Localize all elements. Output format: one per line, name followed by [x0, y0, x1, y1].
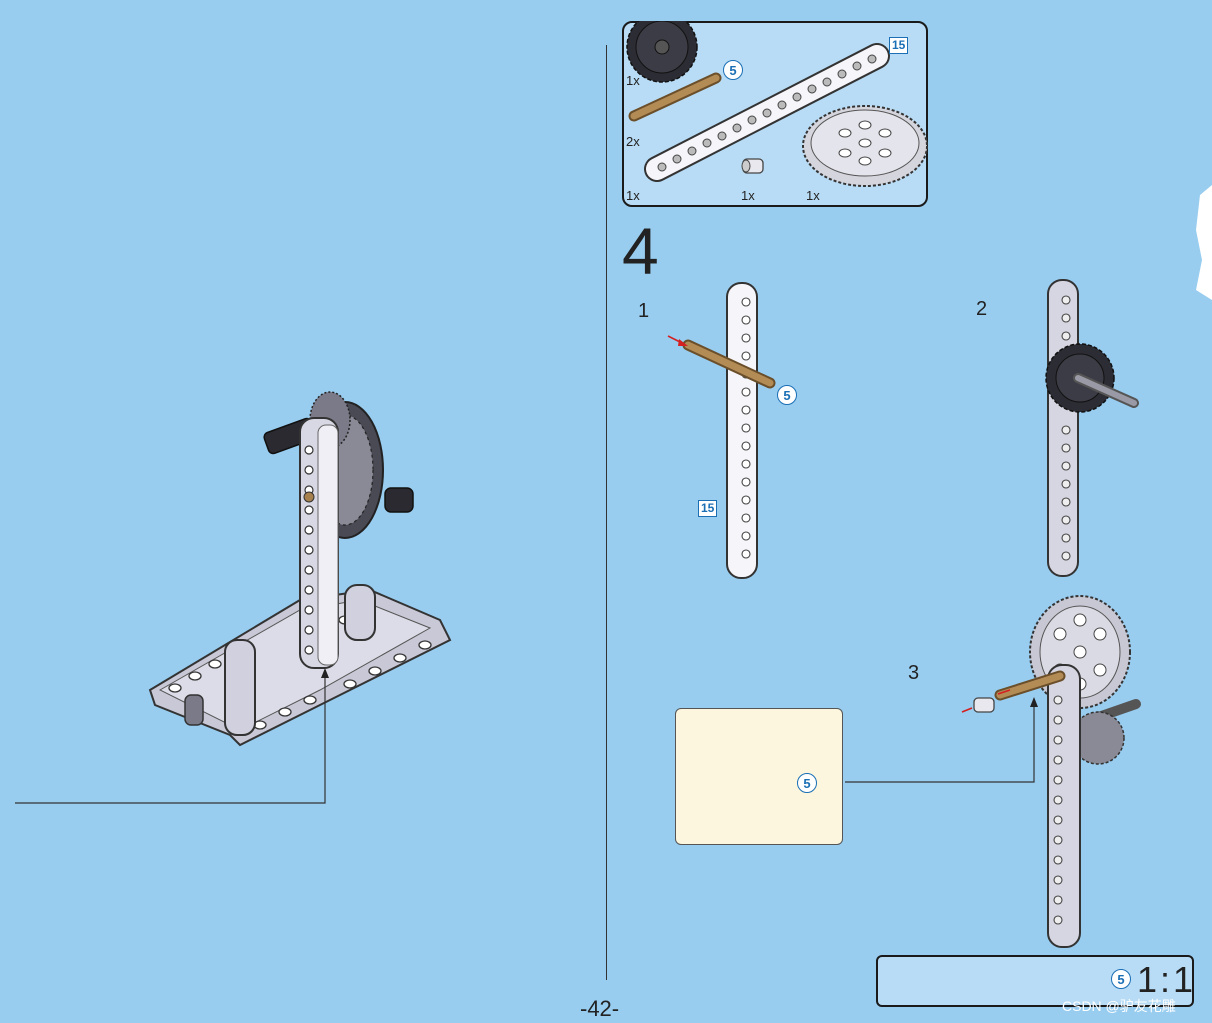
small-gear-icon	[626, 21, 698, 83]
beam-icon	[644, 43, 890, 182]
sub-step-3-drawing	[845, 595, 1141, 948]
sub-step-2-drawing	[1045, 279, 1139, 577]
qty-axle: 2x	[626, 134, 640, 149]
assembled-model	[15, 391, 452, 804]
qty-bush: 1x	[741, 188, 755, 203]
large-gear-icon	[802, 105, 928, 187]
sub-step-3-label: 3	[908, 662, 920, 684]
scale-axle-circle: 5	[1111, 969, 1131, 989]
scale-reference-box	[876, 955, 1194, 1007]
sub-step-1-label: 1	[638, 300, 650, 322]
step-number: 4	[622, 214, 659, 288]
watermark: CSDN @驴友花雕	[1062, 998, 1176, 1014]
page-divider	[606, 45, 607, 980]
qty-beam: 1x	[626, 188, 640, 203]
bush-icon	[741, 158, 764, 174]
torn-edge	[1196, 185, 1212, 300]
axle-icon	[628, 72, 722, 122]
scale-ratio: 1:1	[1137, 959, 1197, 1000]
beam-length-badge: 15	[889, 37, 909, 54]
sub-step-1-drawing	[667, 282, 776, 579]
sub-step-2-label: 2	[976, 298, 988, 320]
pointer-line	[15, 675, 326, 804]
axle-length-circle: 5	[723, 60, 743, 80]
qty-large-gear: 1x	[806, 188, 820, 203]
parts-list-box: 1x 2x 1x 1x 1x 15 5	[622, 21, 928, 207]
sub-step-1-beam-badge: 15	[698, 500, 718, 517]
sub-step-1-axle-circle: 5	[777, 385, 797, 405]
base-frame	[148, 584, 452, 747]
callout-box: 5	[675, 708, 843, 845]
qty-small-gear: 1x	[626, 73, 640, 88]
callout-axle-circle: 5	[797, 773, 817, 793]
page-number: -42-	[580, 996, 620, 1021]
gear-tower	[263, 391, 414, 669]
